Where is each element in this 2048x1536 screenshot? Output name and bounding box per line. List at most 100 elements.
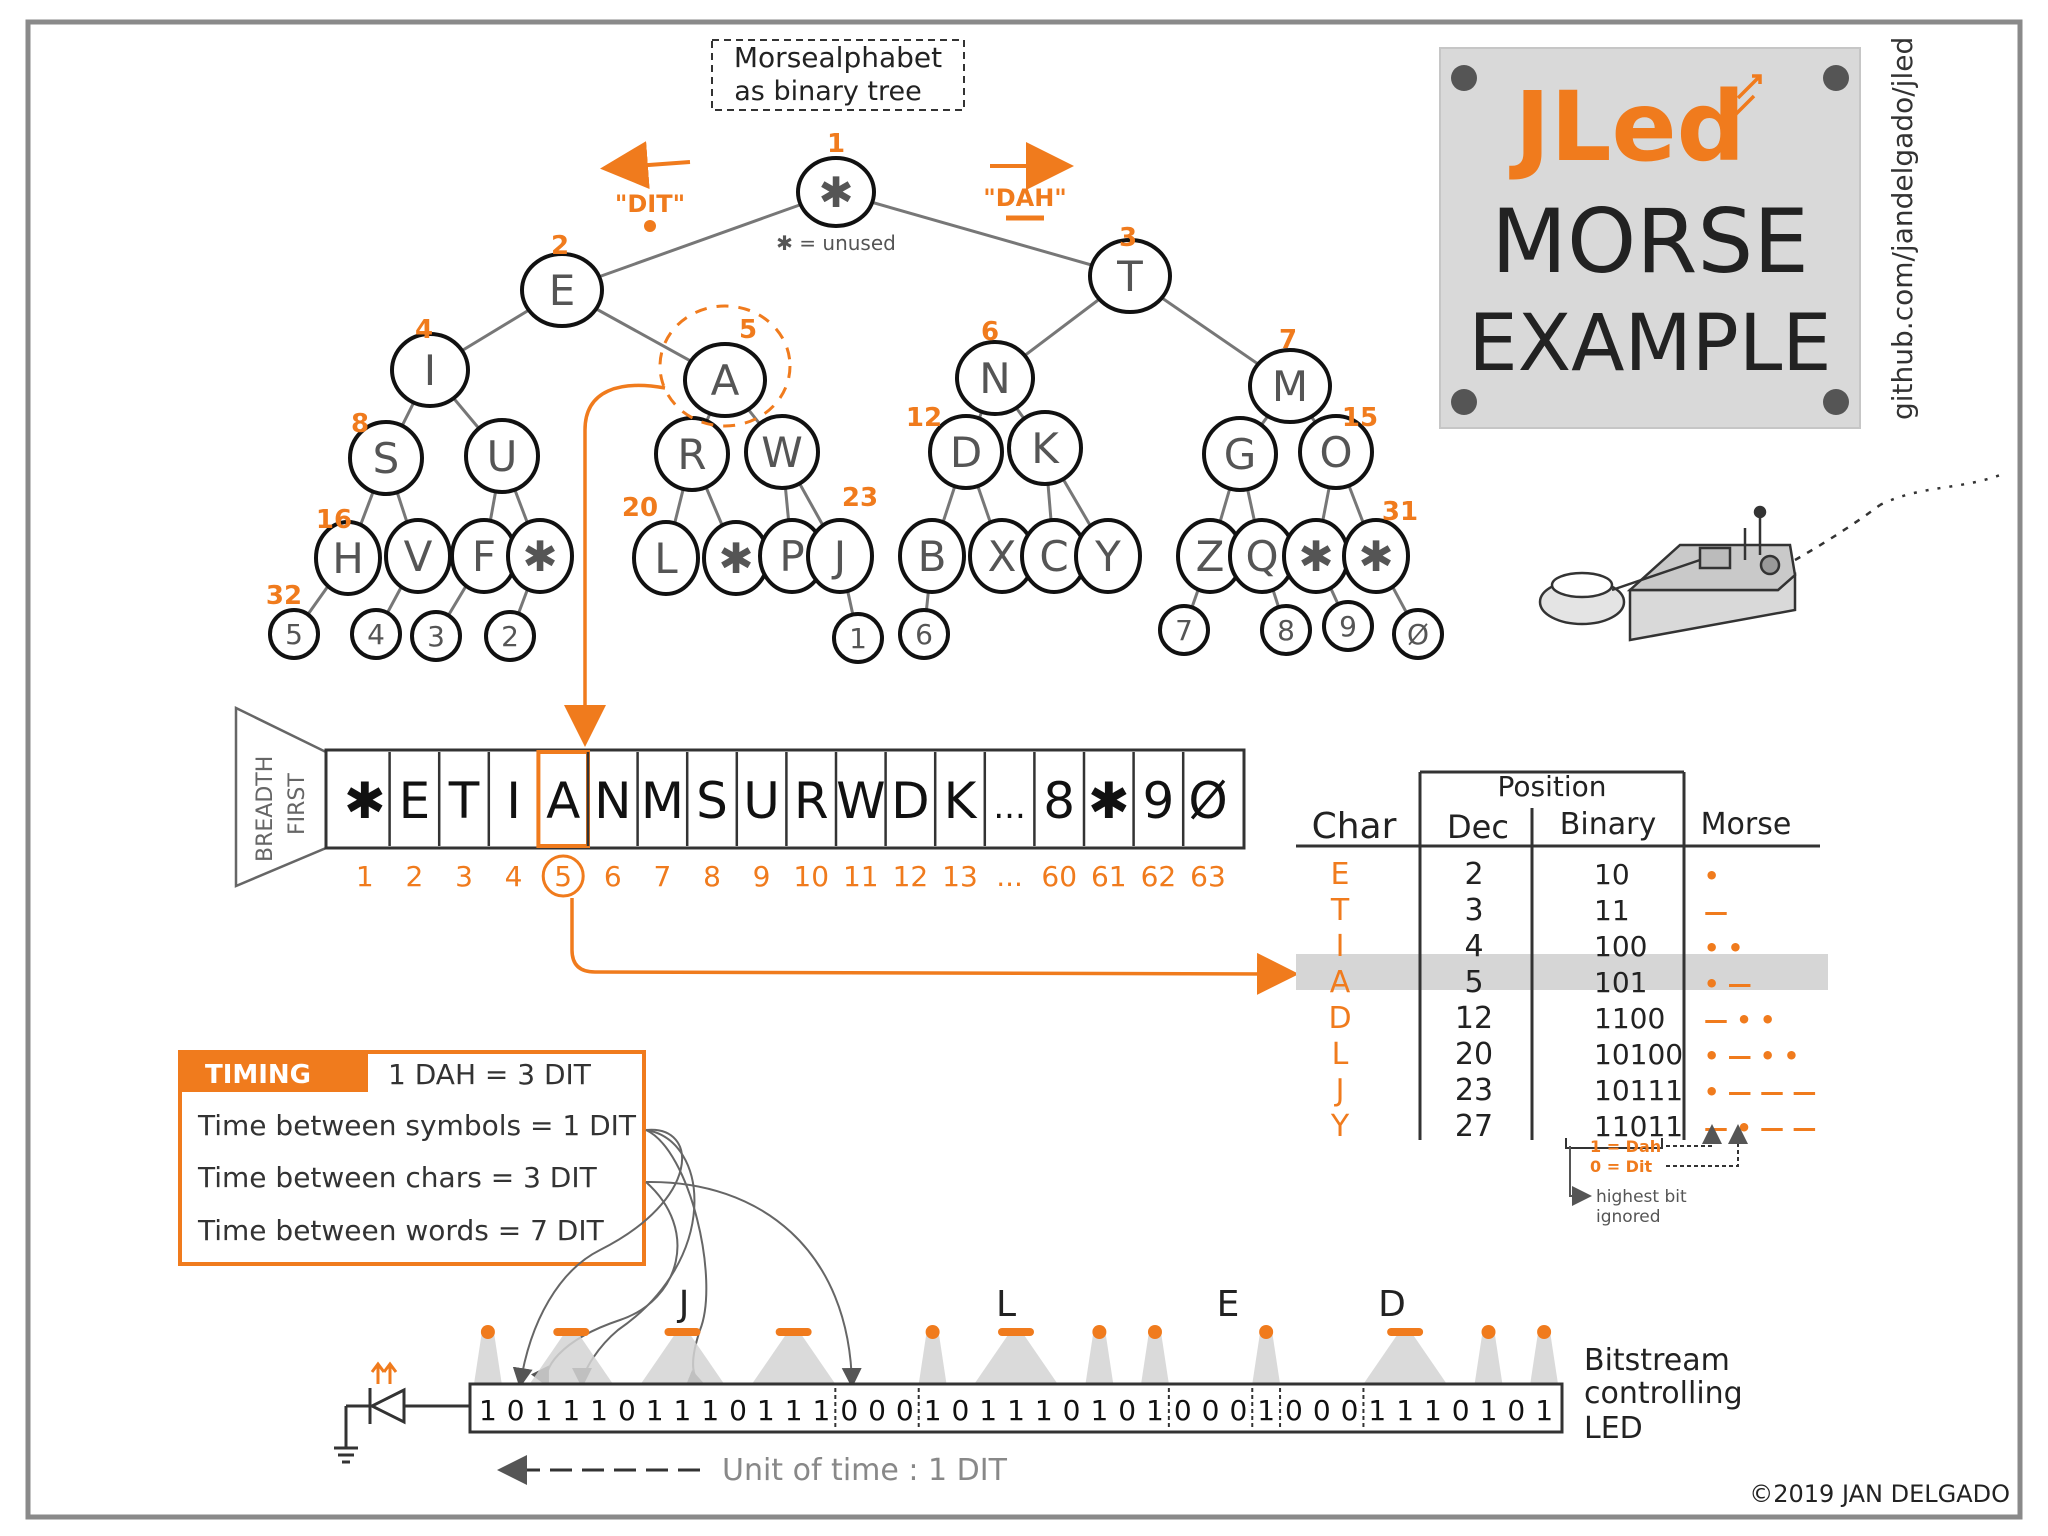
table-cell-dec: 3 xyxy=(1464,893,1483,928)
tree-node: 7 xyxy=(1158,604,1210,656)
bit-cell: 0 xyxy=(507,1394,525,1427)
timing-rule-words: Time between words = 7 DIT xyxy=(197,1214,605,1247)
tree-node-label: A xyxy=(711,356,740,405)
bit-cell: 0 xyxy=(729,1394,747,1427)
timing-rule-dah: 1 DAH = 3 DIT xyxy=(388,1058,592,1091)
first-label: FIRST xyxy=(285,773,310,835)
array-index: 63 xyxy=(1190,860,1226,893)
bit-cell: 1 xyxy=(1257,1394,1275,1427)
bit-cell: 0 xyxy=(1118,1394,1136,1427)
bit-cell: 1 xyxy=(813,1394,831,1427)
light-beam xyxy=(1141,1332,1169,1384)
tree-index-label: 7 xyxy=(1279,325,1297,355)
table-cell-morse: • xyxy=(1704,862,1719,890)
table-cell-morse: — xyxy=(1704,898,1728,926)
array-cell: W xyxy=(836,772,885,830)
tree-index-label: 23 xyxy=(842,483,878,513)
dit-mark xyxy=(480,1325,495,1339)
table-cell-binary: 10100 xyxy=(1594,1038,1683,1071)
tree-index-label: 31 xyxy=(1382,497,1418,527)
tree-node-label: D xyxy=(950,428,982,477)
table-cell-char: A xyxy=(1330,965,1351,1000)
tree-index-label: 12 xyxy=(906,403,942,433)
tree-node-label: Ø xyxy=(1407,618,1429,651)
table-header-position: Position xyxy=(1497,770,1606,803)
bit-cell: 1 xyxy=(1007,1394,1025,1427)
table-cell-morse: — • — — xyxy=(1704,1114,1816,1142)
tree-node-label: N xyxy=(979,354,1010,403)
bit-cell: 0 xyxy=(840,1394,858,1427)
table-cell-dec: 5 xyxy=(1464,965,1483,1000)
bit-cell: 0 xyxy=(868,1394,886,1427)
tree-title-line2: as binary tree xyxy=(734,76,921,107)
bit-cell: 0 xyxy=(1229,1394,1247,1427)
tree-index-label: 32 xyxy=(266,581,302,611)
bit-cell: 1 xyxy=(979,1394,997,1427)
tree-node: ✱ xyxy=(1282,518,1350,594)
tree-index-label: 6 xyxy=(981,317,999,347)
tree-node: J xyxy=(806,518,874,594)
tree-node: C xyxy=(1020,518,1088,594)
timing-rule-symbols: Time between symbols = 1 DIT xyxy=(197,1109,637,1142)
bit-cell: 1 xyxy=(1035,1394,1053,1427)
tree-node: W xyxy=(744,414,820,490)
bit-cell: 0 xyxy=(1285,1394,1303,1427)
copyright: ©2019 JAN DELGADO xyxy=(1749,1480,2010,1508)
tree-node-label: H xyxy=(332,534,364,583)
tree-title-line1: Morsealphabet xyxy=(734,41,942,74)
bit-cell: 1 xyxy=(674,1394,692,1427)
array-cell: D xyxy=(891,772,930,830)
tree-node: Q xyxy=(1228,518,1296,594)
table-cell-dec: 4 xyxy=(1464,929,1483,964)
bit-cell: 0 xyxy=(896,1394,914,1427)
table-highlight-row xyxy=(1296,954,1828,990)
bit-cell: 1 xyxy=(1146,1394,1164,1427)
tree-index-label: 16 xyxy=(316,505,352,535)
table-cell-morse: • — xyxy=(1704,970,1752,998)
legend-dit: 0 = Dit xyxy=(1590,1157,1652,1176)
tree-node: R xyxy=(654,416,730,492)
array-index: 9 xyxy=(753,860,771,893)
bit-cell: 0 xyxy=(1202,1394,1220,1427)
array-index: 62 xyxy=(1141,860,1177,893)
bit-cell: 1 xyxy=(562,1394,580,1427)
tree-node-label: R xyxy=(677,430,706,479)
array-index: ... xyxy=(996,860,1023,893)
tree-index-label: 4 xyxy=(415,315,433,345)
dit-mark xyxy=(925,1325,940,1339)
tree-node: M xyxy=(1248,348,1332,424)
tree-node: F xyxy=(450,518,518,594)
bit-cell: 0 xyxy=(1452,1394,1470,1427)
tree-node-label: X xyxy=(988,532,1017,581)
timing-box: TIMING 1 DAH = 3 DIT Time between symbol… xyxy=(178,1050,646,1266)
tree-node-label: Z xyxy=(1196,532,1225,581)
table-cell-char: D xyxy=(1328,1001,1351,1036)
table-cell-binary: 11011 xyxy=(1594,1110,1683,1143)
array-cell: T xyxy=(448,772,480,830)
arrow-index-to-table xyxy=(570,898,1299,995)
tree-index-label: 2 xyxy=(551,231,569,261)
array-index: 4 xyxy=(505,860,523,893)
dit-indicator: "DIT" xyxy=(600,141,691,232)
table-cell-dec: 20 xyxy=(1455,1037,1493,1072)
light-beam xyxy=(1252,1332,1281,1384)
bit-cell: 0 xyxy=(1063,1394,1081,1427)
array-index: 5 xyxy=(554,860,572,893)
array-index: 11 xyxy=(843,860,879,893)
array-cell: I xyxy=(506,772,521,830)
tree-node: 4 xyxy=(350,608,402,660)
array-index: 10 xyxy=(793,860,829,893)
page-frame xyxy=(25,19,2023,1520)
tree-index-label: 8 xyxy=(351,409,369,439)
tree-node: G xyxy=(1202,416,1278,492)
array-cell: Ø xyxy=(1188,772,1227,830)
tree-node: ✱ xyxy=(796,156,876,228)
tree-index-label: 15 xyxy=(1342,403,1378,433)
table-cell-dec: 12 xyxy=(1455,1001,1493,1036)
